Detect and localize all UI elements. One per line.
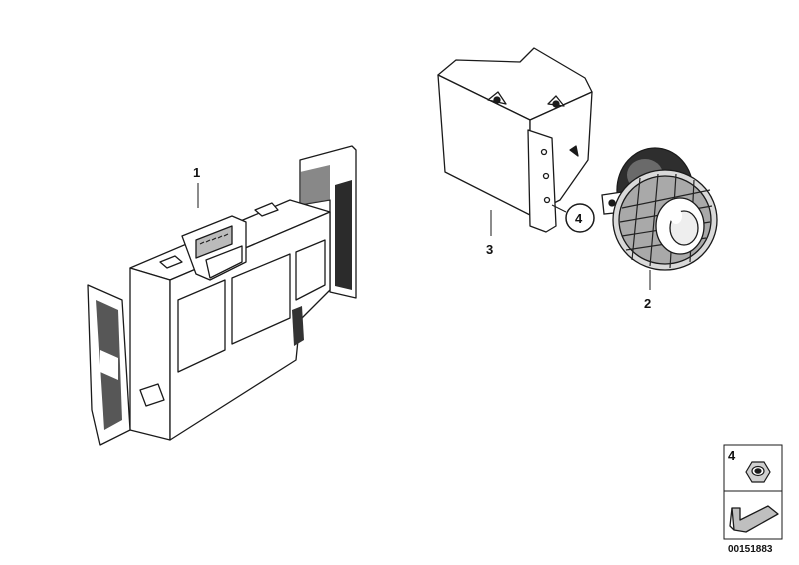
module-front-face xyxy=(129,267,171,441)
legend-item-number: 4 xyxy=(728,448,736,463)
bracket-mount-strip xyxy=(527,129,557,233)
callout-leader-4 xyxy=(551,204,567,213)
document-number: 00151883 xyxy=(728,544,773,555)
callout-label-4: 4 xyxy=(575,211,583,226)
callout-label-1: 1 xyxy=(193,165,200,180)
control-module-assembly xyxy=(87,145,357,446)
callout-circle-4 xyxy=(565,203,595,233)
mounting-bracket xyxy=(437,47,593,233)
hex-nut-icon xyxy=(745,461,771,483)
legend-box: 4 00151883 xyxy=(723,444,783,555)
callout-label-3: 3 xyxy=(486,242,493,257)
alarm-siren xyxy=(601,147,718,271)
direction-arrow-icon xyxy=(729,505,779,533)
callout-label-2: 2 xyxy=(644,296,651,311)
